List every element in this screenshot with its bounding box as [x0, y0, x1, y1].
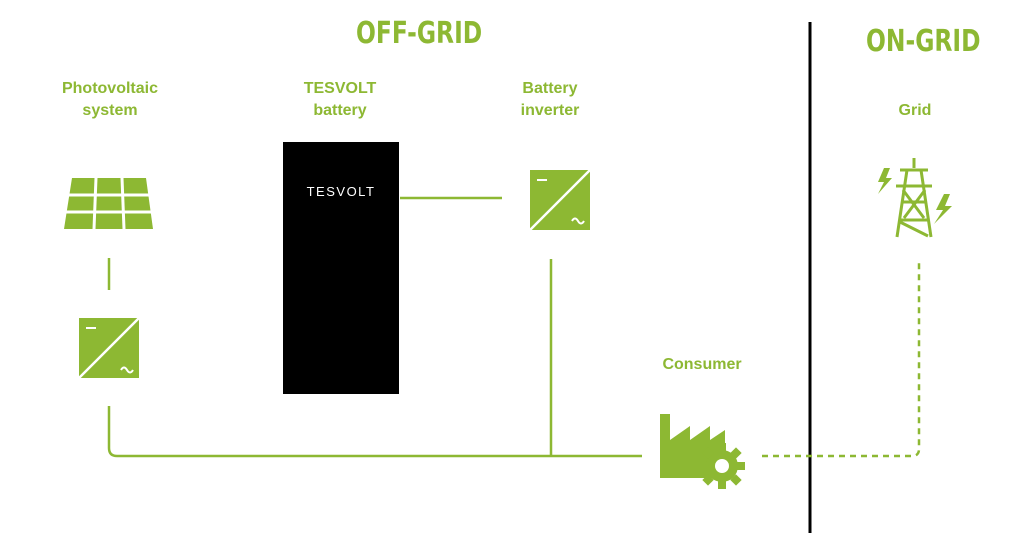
battery-label-line-1: TESVOLT — [303, 80, 377, 97]
battery-inverter-icon — [529, 169, 591, 231]
photovoltaic-system-label: Photovoltaic system — [48, 78, 172, 122]
pv-to-consumer-line — [107, 406, 642, 458]
pv-label-line-1: Photovoltaic — [61, 80, 158, 97]
consumer-to-grid-dashed-line — [762, 262, 921, 458]
on-grid-heading: ON-GRID — [866, 24, 981, 59]
pv-label-line-2: system — [82, 102, 138, 119]
inverter-label-line-2: inverter — [520, 102, 580, 119]
grid-label: Grid — [898, 102, 932, 119]
inverter-label-line-1: Battery — [522, 80, 578, 97]
battery-inverter-label: Battery inverter — [505, 78, 595, 122]
tesvolt-battery-label: TESVOLT battery — [290, 78, 390, 122]
tesvolt-logo: TESVOLT — [306, 184, 376, 199]
power-pylon-icon — [878, 158, 952, 238]
solar-panel-icon — [64, 177, 153, 230]
battery-label-line-2: battery — [313, 102, 367, 119]
pv-inverter-icon — [78, 317, 140, 379]
off-grid-heading: OFF-GRID — [356, 16, 483, 51]
consumer-label: Consumer — [662, 356, 742, 373]
tesvolt-battery-unit: TESVOLT — [283, 142, 399, 394]
factory-gear-icon — [660, 414, 745, 489]
